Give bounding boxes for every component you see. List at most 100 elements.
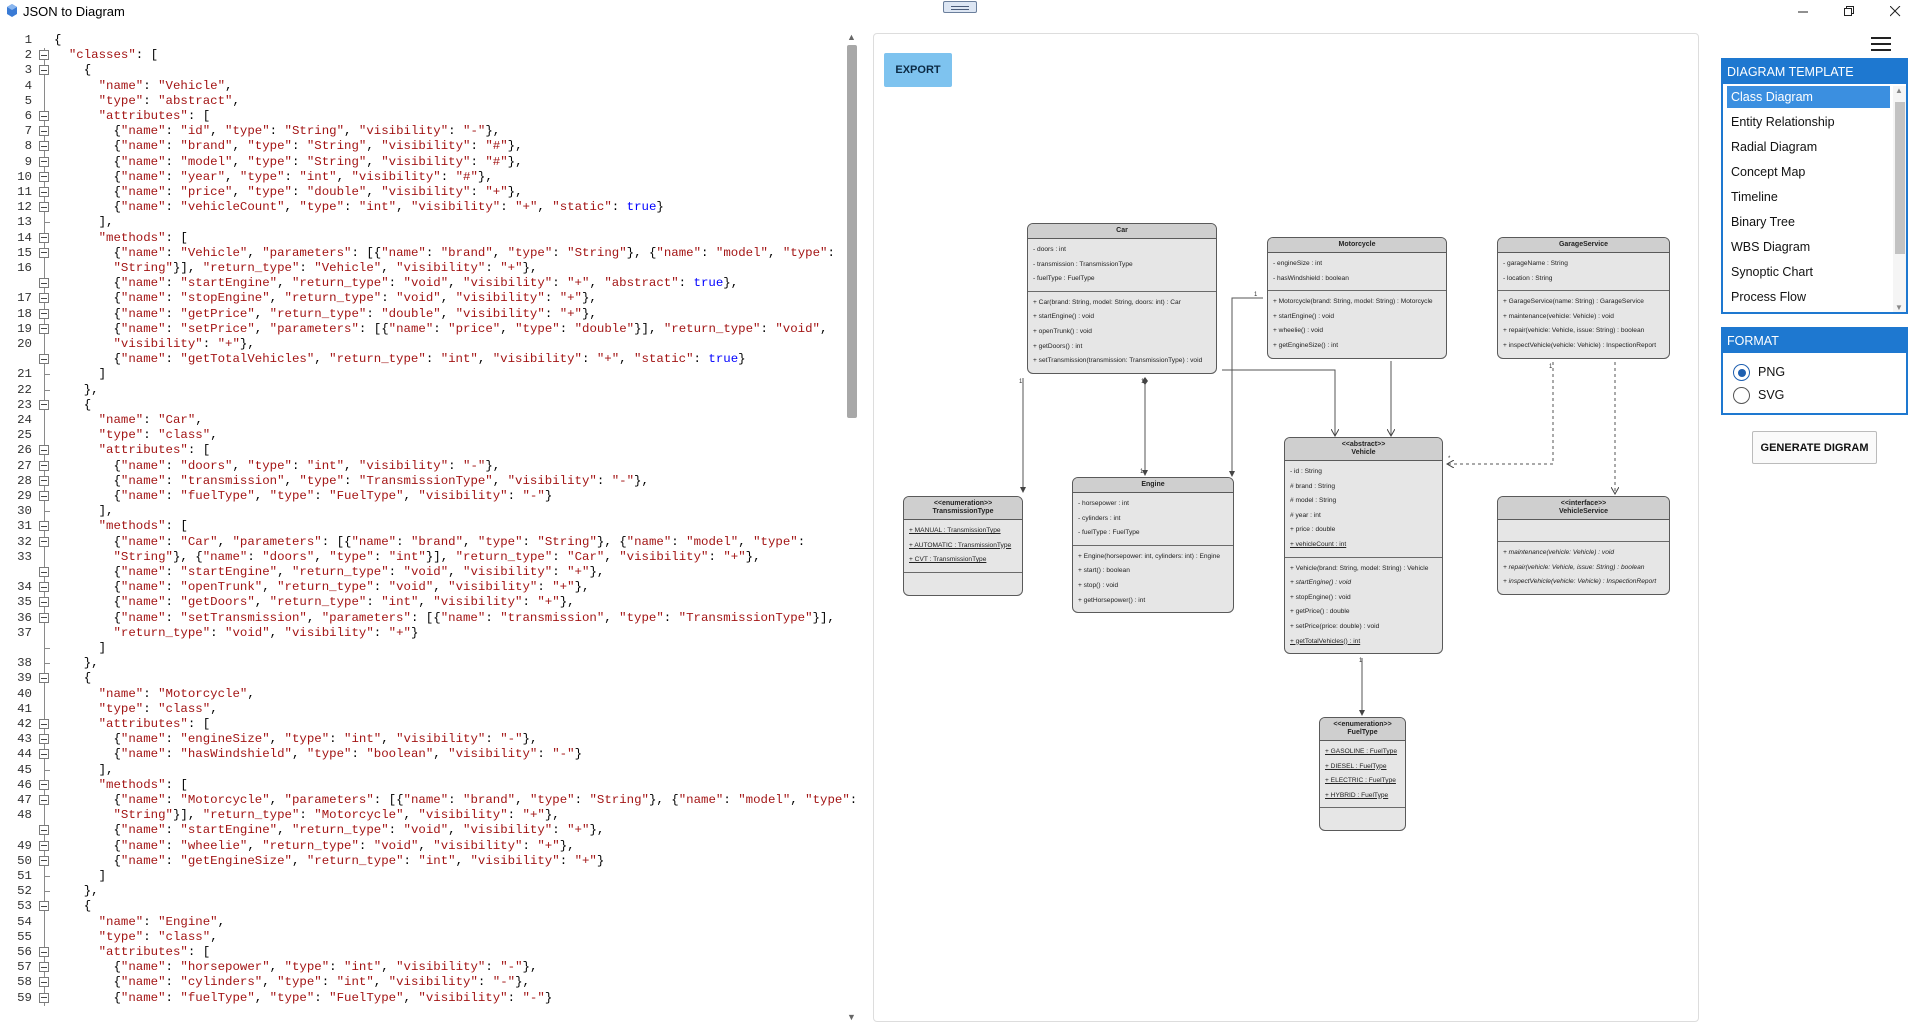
png-radio[interactable] [1733, 364, 1750, 381]
code-token: : [165, 732, 181, 747]
export-button[interactable]: EXPORT [884, 53, 952, 87]
fold-toggle-icon[interactable] [39, 749, 49, 760]
editor-scrollbar[interactable]: ▲ ▼ [846, 32, 858, 1022]
uml-class-motorcycle[interactable]: Motorcycle- engineSize : int- hasWindshi… [1267, 237, 1447, 359]
uml-class-vehicleservice[interactable]: <<interface>>VehicleService+ maintenance… [1497, 496, 1670, 595]
line-number: 27 [17, 458, 32, 473]
code-token: : [291, 458, 307, 473]
fold-toggle-icon[interactable] [39, 323, 49, 334]
maximize-button[interactable] [1826, 0, 1872, 22]
uml-class-vehicle[interactable]: <<abstract>>Vehicle- id : String# brand … [1284, 437, 1443, 655]
fold-toggle-icon[interactable] [39, 597, 49, 608]
scroll-down-icon[interactable]: ▼ [847, 1012, 856, 1022]
fold-toggle-icon[interactable] [39, 50, 49, 61]
uml-class-name: Motorcycle [1338, 241, 1376, 248]
fold-toggle-icon[interactable] [39, 460, 49, 471]
code-token: , [492, 473, 508, 488]
template-item-synoptic-chart[interactable]: Synoptic Chart [1731, 265, 1813, 279]
scroll-down-icon[interactable]: ▼ [1895, 303, 1903, 312]
fold-toggle-icon[interactable] [39, 734, 49, 745]
uml-class-car[interactable]: Car- doors : int- transmission : Transmi… [1027, 223, 1217, 374]
code-token: : [314, 489, 330, 503]
fold-toggle-icon[interactable] [39, 187, 49, 197]
fold-toggle-icon[interactable] [39, 612, 49, 623]
code-token: "int" [418, 853, 456, 868]
fold-toggle-icon[interactable] [39, 354, 49, 365]
fold-toggle-icon[interactable] [39, 795, 49, 805]
fold-toggle-icon[interactable] [39, 582, 49, 593]
minimize-button[interactable] [1780, 0, 1826, 22]
fold-toggle-icon[interactable] [39, 673, 49, 684]
fold-toggle-icon[interactable] [39, 247, 49, 258]
code-token: "visibility" [388, 975, 478, 990]
fold-toggle-icon[interactable] [39, 141, 49, 152]
uml-class-fueltype[interactable]: <<enumeration>>FuelType+ GASOLINE : Fuel… [1319, 717, 1406, 832]
code-token: : [448, 458, 464, 473]
fold-guide [43, 93, 45, 109]
fold-toggle-icon[interactable] [39, 475, 49, 486]
code-token: , [344, 458, 359, 473]
template-item-binary-tree[interactable]: Binary Tree [1731, 215, 1795, 229]
uml-attribute: # model : String [1290, 497, 1337, 505]
template-item-class-diagram[interactable]: Class Diagram [1727, 86, 1890, 108]
code-token [54, 337, 114, 351]
fold-toggle-icon[interactable] [39, 901, 49, 912]
fold-toggle-icon[interactable] [39, 521, 49, 532]
code-token: "visibility" [455, 306, 545, 321]
code-token: { [54, 534, 121, 549]
fold-toggle-icon[interactable] [39, 491, 49, 501]
scrollbar-thumb[interactable] [847, 45, 857, 418]
fold-toggle-icon[interactable] [39, 536, 49, 547]
fold-toggle-icon[interactable] [39, 825, 49, 836]
svg-radio[interactable] [1733, 387, 1750, 404]
code-token: , [477, 352, 493, 367]
fold-toggle-icon[interactable] [39, 445, 49, 456]
template-item-wbs-diagram[interactable]: WBS Diagram [1731, 240, 1811, 254]
template-item-concept-map[interactable]: Concept Map [1731, 165, 1806, 179]
fold-toggle-icon[interactable] [39, 855, 49, 866]
scrollbar-thumb[interactable] [1895, 102, 1905, 254]
template-item-process-flow[interactable]: Process Flow [1731, 290, 1807, 304]
fold-toggle-icon[interactable] [39, 126, 49, 137]
fold-toggle-icon[interactable] [39, 111, 49, 121]
fold-toggle-icon[interactable] [39, 202, 49, 213]
fold-toggle-icon[interactable] [39, 156, 49, 167]
code-area[interactable]: { "classes": [ { "name": "Vehicle", "typ… [54, 30, 857, 1023]
fold-toggle-icon[interactable] [39, 719, 49, 729]
fold-toggle-icon[interactable] [39, 947, 49, 957]
fold-toggle-icon[interactable] [39, 840, 49, 851]
fold-toggle-icon[interactable] [39, 977, 49, 988]
uml-class-header: <<abstract>>Vehicle [1285, 438, 1442, 461]
template-list-scrollbar[interactable]: ▲ ▼ [1893, 86, 1906, 312]
uml-attribute: + price : double [1290, 526, 1336, 534]
uml-class-engine[interactable]: Engine- horsepower : int- cylinders : in… [1072, 477, 1234, 614]
fold-toggle-icon[interactable] [39, 962, 49, 973]
hamburger-menu-icon[interactable] [1871, 37, 1891, 53]
fold-toggle-icon[interactable] [39, 232, 49, 243]
fold-toggle-icon[interactable] [39, 992, 49, 1003]
fold-end-marker [43, 222, 50, 224]
uml-class-garageservice[interactable]: GarageService- garageName : String- loca… [1497, 237, 1670, 359]
fold-toggle-icon[interactable] [39, 399, 49, 410]
uml-attributes: - horsepower : int- cylinders : int- fue… [1073, 493, 1233, 546]
scroll-up-icon[interactable]: ▲ [847, 32, 856, 42]
uml-stereotype: <<interface>> [1560, 500, 1607, 507]
scroll-up-icon[interactable]: ▲ [1895, 86, 1903, 95]
generate-diagram-button[interactable]: GENERATE DIGRAM [1752, 431, 1877, 464]
fold-toggle-icon[interactable] [39, 779, 49, 790]
drag-handle-icon[interactable] [943, 1, 977, 13]
fold-toggle-icon[interactable] [39, 567, 49, 577]
close-button[interactable] [1872, 0, 1918, 22]
fold-toggle-icon[interactable] [39, 308, 49, 319]
fold-toggle-icon[interactable] [39, 65, 49, 76]
template-item-timeline[interactable]: Timeline [1731, 190, 1778, 204]
fold-toggle-icon[interactable] [39, 171, 49, 182]
code-token: { [54, 793, 121, 807]
uml-class-transmissiontype[interactable]: <<enumeration>>TransmissionType+ MANUAL … [903, 496, 1023, 596]
fold-toggle-icon[interactable] [39, 278, 49, 289]
template-item-radial-diagram[interactable]: Radial Diagram [1731, 140, 1818, 154]
fold-toggle-icon[interactable] [39, 293, 49, 304]
template-item-entity-relationship[interactable]: Entity Relationship [1731, 115, 1835, 129]
